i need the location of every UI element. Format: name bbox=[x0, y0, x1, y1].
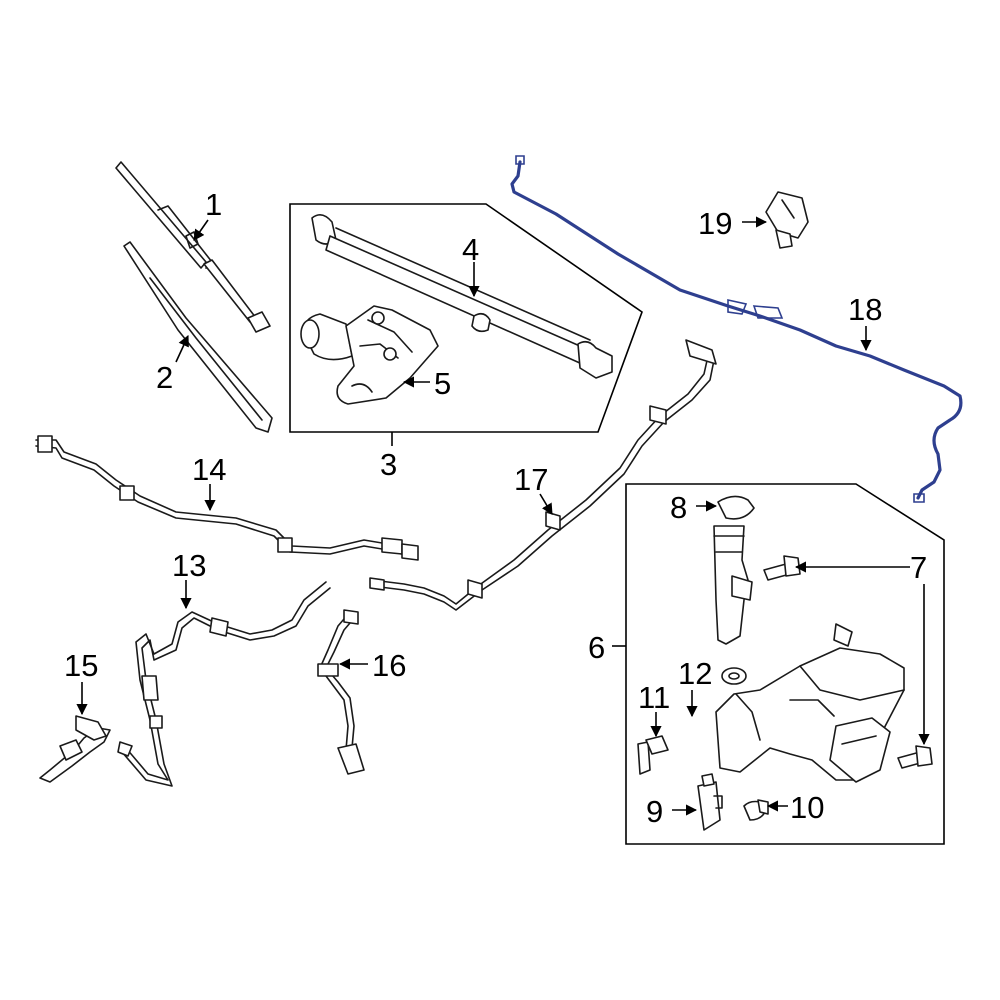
callout-5[interactable]: 5 bbox=[434, 366, 451, 401]
reservoir-cap-part[interactable] bbox=[717, 495, 755, 520]
wiper-linkage-part[interactable] bbox=[311, 214, 613, 379]
pump-grommet-part[interactable] bbox=[743, 799, 769, 821]
callout-1[interactable]: 1 bbox=[205, 187, 222, 222]
callout-8[interactable]: 8 bbox=[670, 490, 687, 525]
washer-hose-lower-part[interactable] bbox=[117, 581, 331, 787]
callout-4[interactable]: 4 bbox=[462, 232, 479, 267]
washer-hose-right-part[interactable] bbox=[369, 339, 717, 611]
wiper-motor-part[interactable] bbox=[300, 305, 439, 405]
leader-1 bbox=[193, 219, 209, 241]
callout-7[interactable]: 7 bbox=[910, 550, 927, 585]
callout-leaders bbox=[76, 216, 930, 816]
callout-17[interactable]: 17 bbox=[514, 462, 548, 497]
filler-neck-part[interactable] bbox=[713, 525, 753, 645]
callout-15[interactable]: 15 bbox=[64, 648, 98, 683]
callout-19[interactable]: 19 bbox=[698, 206, 732, 241]
callout-3[interactable]: 3 bbox=[380, 447, 397, 482]
leader-2 bbox=[175, 334, 189, 363]
grommet-part[interactable] bbox=[721, 667, 747, 685]
callout-10[interactable]: 10 bbox=[790, 790, 824, 825]
wiper-blade-part[interactable] bbox=[115, 161, 271, 333]
callout-labels: 1 2 3 4 5 6 7 8 9 10 11 12 13 14 15 16 1… bbox=[64, 187, 927, 829]
leader-17 bbox=[539, 493, 553, 515]
level-sensor-part[interactable] bbox=[637, 735, 669, 775]
callout-13[interactable]: 13 bbox=[172, 548, 206, 583]
hose-connector-part[interactable] bbox=[765, 191, 809, 249]
callout-16[interactable]: 16 bbox=[372, 648, 406, 683]
callout-6[interactable]: 6 bbox=[588, 630, 605, 665]
washer-pump-part[interactable] bbox=[697, 773, 723, 831]
washer-hose-part[interactable] bbox=[510, 155, 963, 503]
wiper-linkage-assembly-box bbox=[289, 203, 643, 433]
washer-hose-short-part[interactable] bbox=[317, 609, 365, 775]
callout-14[interactable]: 14 bbox=[192, 452, 226, 487]
callout-11[interactable]: 11 bbox=[638, 680, 670, 715]
washer-reservoir-part[interactable] bbox=[715, 623, 905, 783]
wiper-arm-part[interactable] bbox=[123, 241, 273, 433]
callout-9[interactable]: 9 bbox=[646, 794, 663, 829]
washer-reservoir-assembly-box bbox=[625, 483, 945, 845]
washer-hose-left-part[interactable] bbox=[35, 435, 419, 561]
callout-18[interactable]: 18 bbox=[848, 292, 882, 327]
washer-nozzle-part[interactable] bbox=[39, 715, 111, 783]
callout-12[interactable]: 12 bbox=[678, 656, 712, 691]
callout-2[interactable]: 2 bbox=[156, 360, 173, 395]
